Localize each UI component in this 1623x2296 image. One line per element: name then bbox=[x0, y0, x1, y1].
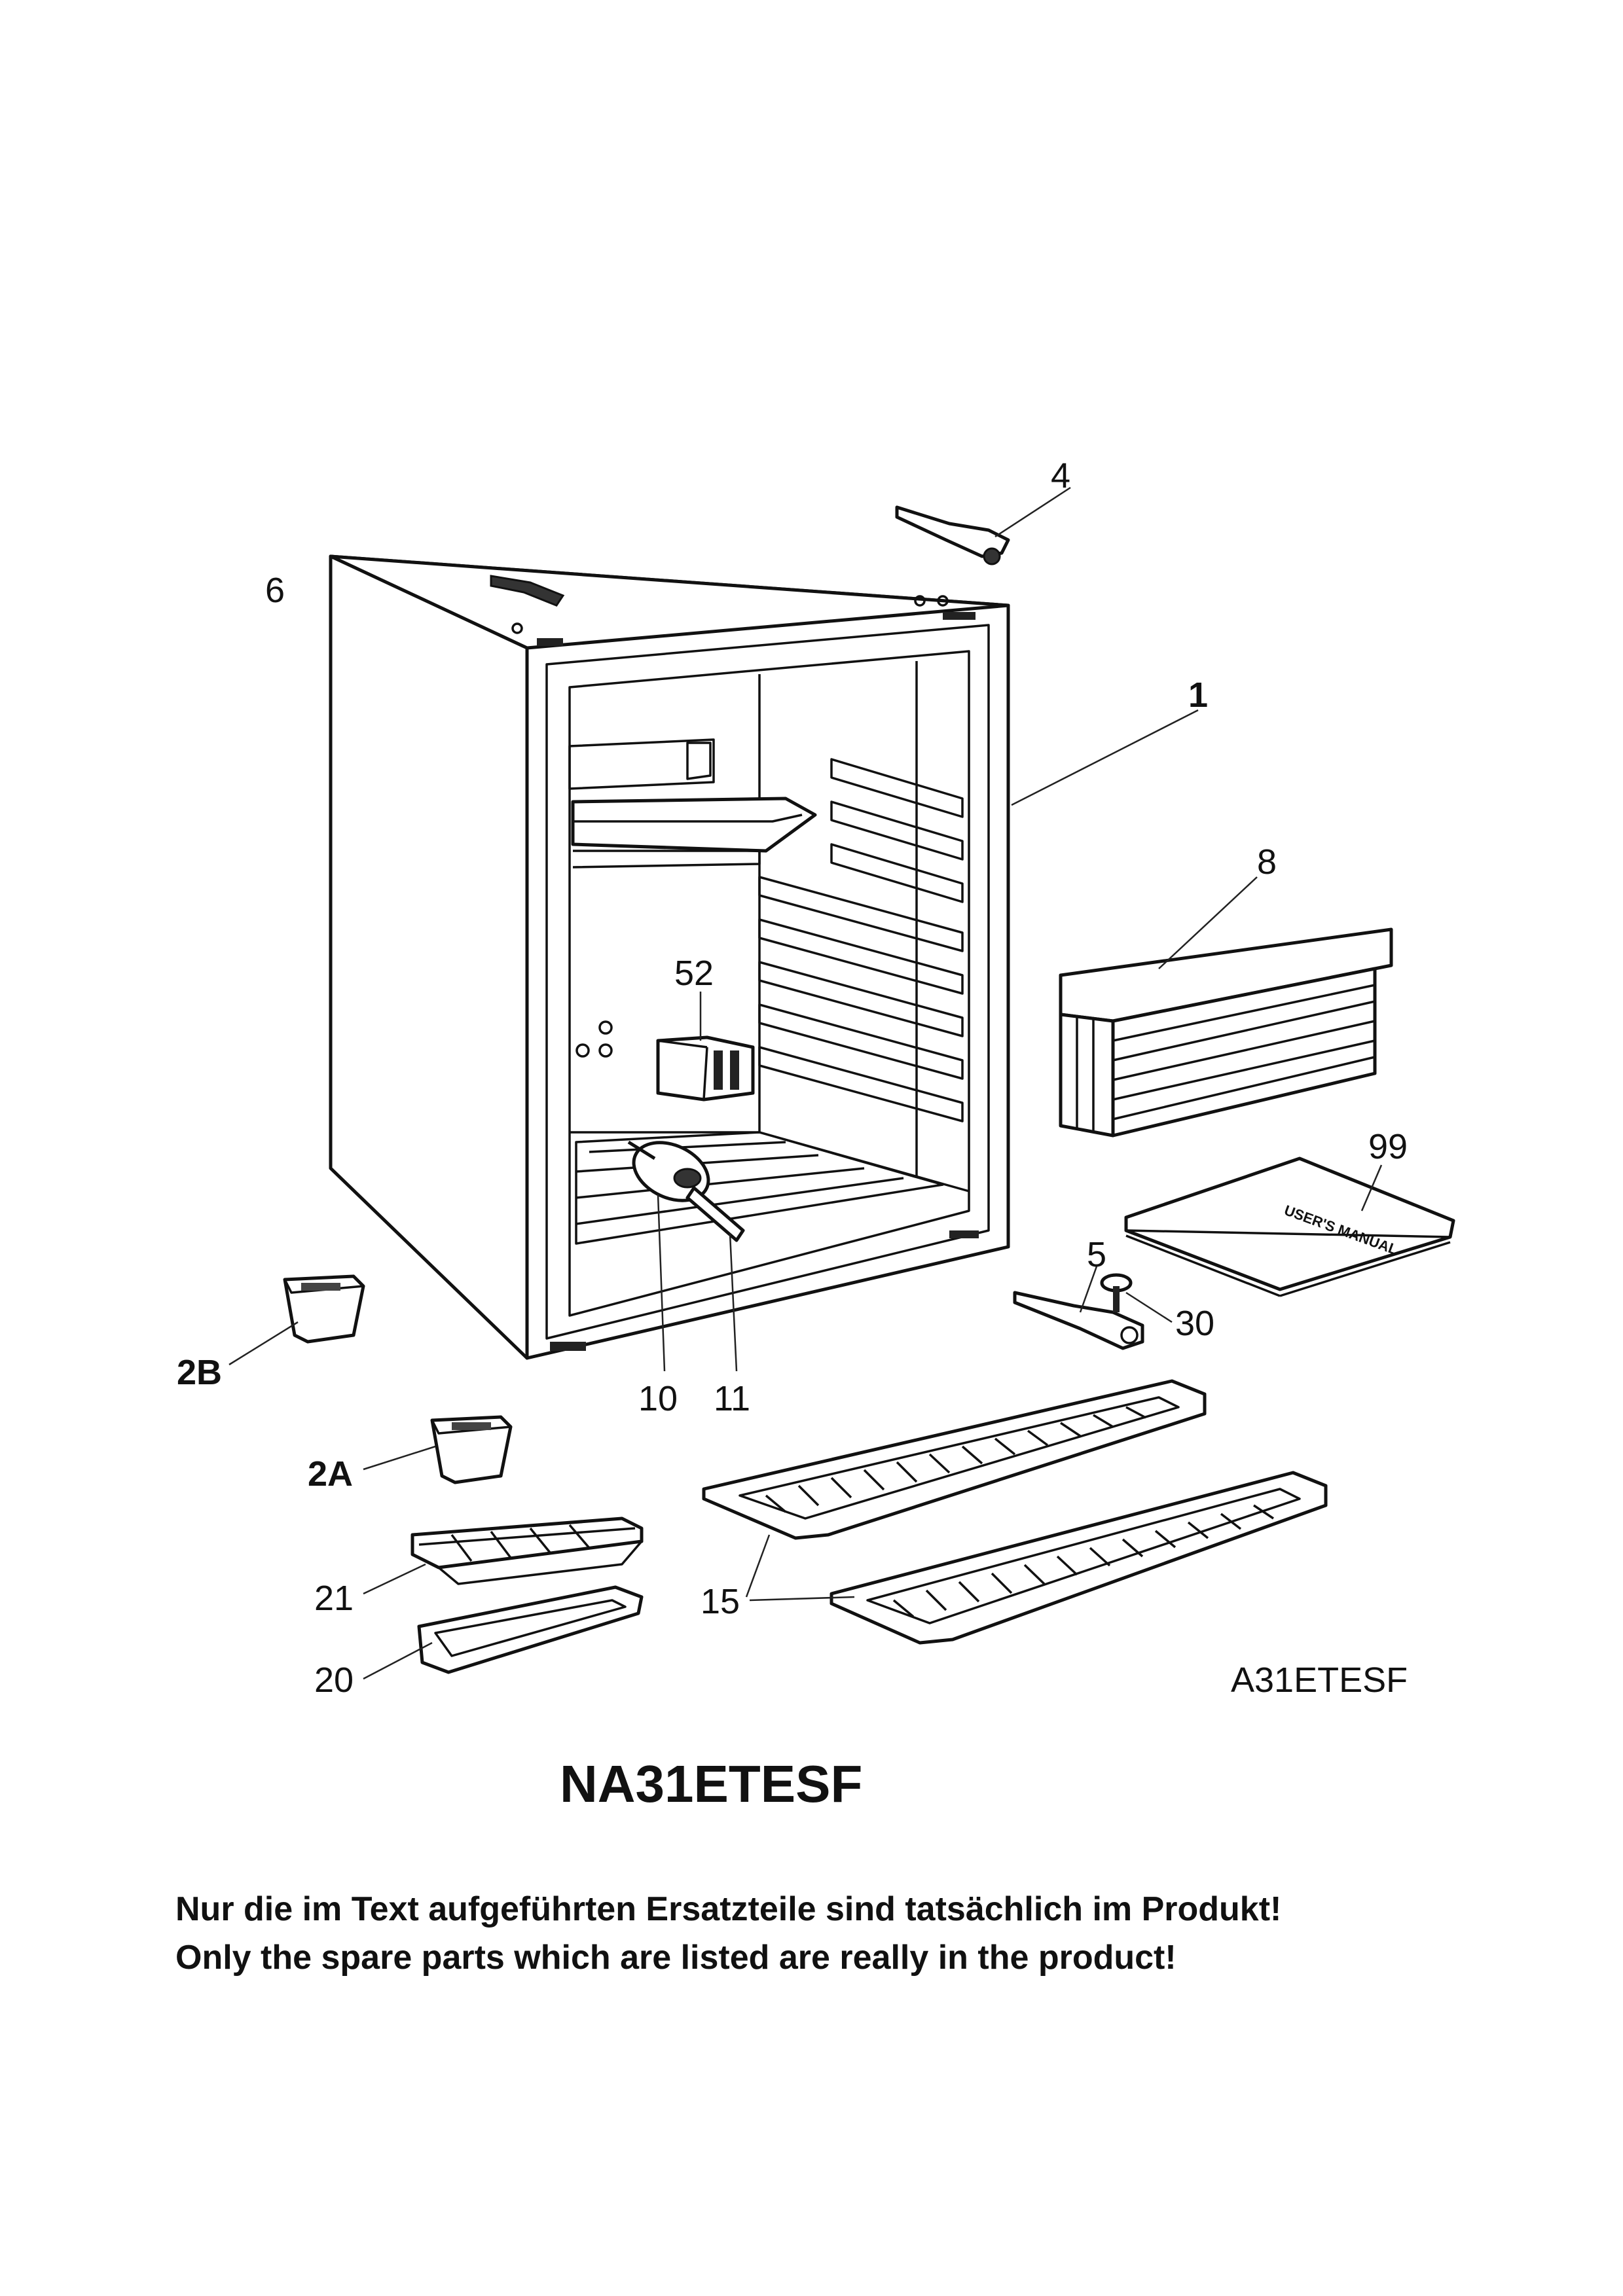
hinge-part-4 bbox=[895, 505, 1010, 565]
callout-4: 4 bbox=[1051, 456, 1070, 495]
notice-german: Nur die im Text aufgeführten Ersatzteile… bbox=[175, 1890, 1282, 1928]
callout-10: 10 bbox=[638, 1379, 678, 1418]
ice-tray-part-21 bbox=[410, 1516, 644, 1585]
egg-cup-part-2b bbox=[283, 1274, 365, 1344]
callout-20: 20 bbox=[314, 1660, 354, 1700]
cap-part-30 bbox=[1100, 1273, 1133, 1312]
callout-2b: 2B bbox=[177, 1353, 222, 1392]
callout-99: 99 bbox=[1368, 1127, 1408, 1166]
callout-11: 11 bbox=[714, 1379, 750, 1418]
leader-lines bbox=[228, 486, 1383, 1680]
model-title: NA31ETESF bbox=[560, 1755, 863, 1813]
callout-5: 5 bbox=[1087, 1235, 1106, 1274]
spare-parts-notice: Nur die im Text aufgeführten Ersatzteile… bbox=[175, 1885, 1281, 1982]
callout-2a: 2A bbox=[308, 1454, 353, 1494]
callout-6: 6 bbox=[265, 571, 285, 610]
callout-30: 30 bbox=[1175, 1304, 1214, 1343]
callout-labels: 4 6 1 8 52 99 5 30 2B 10 11 2A 21 15 20 … bbox=[177, 456, 1408, 1700]
egg-cup-part-2a bbox=[430, 1415, 513, 1484]
notice-english: Only the spare parts which are listed ar… bbox=[175, 1939, 1176, 1977]
cabinet-part-1 bbox=[329, 554, 1010, 1360]
callout-15: 15 bbox=[701, 1582, 740, 1621]
callout-52: 52 bbox=[674, 954, 714, 993]
lamp-part-10-11 bbox=[627, 1140, 745, 1242]
callout-1: 1 bbox=[1188, 675, 1208, 715]
figure-code: A31ETESF bbox=[1231, 1660, 1408, 1700]
tray-part-20 bbox=[417, 1585, 644, 1674]
callout-21: 21 bbox=[314, 1579, 354, 1618]
callout-8: 8 bbox=[1257, 842, 1277, 882]
shelf-rails bbox=[758, 758, 964, 1122]
hinge-part-5 bbox=[1013, 1291, 1144, 1350]
thermostat-part-52 bbox=[656, 1035, 755, 1102]
shelf-part-15-upper bbox=[702, 1379, 1207, 1540]
door-shelf-part-8 bbox=[1059, 927, 1393, 1138]
manual-part-99: USER'S MANUAL bbox=[1124, 1157, 1455, 1297]
shelf-part-15-lower bbox=[830, 1471, 1328, 1645]
